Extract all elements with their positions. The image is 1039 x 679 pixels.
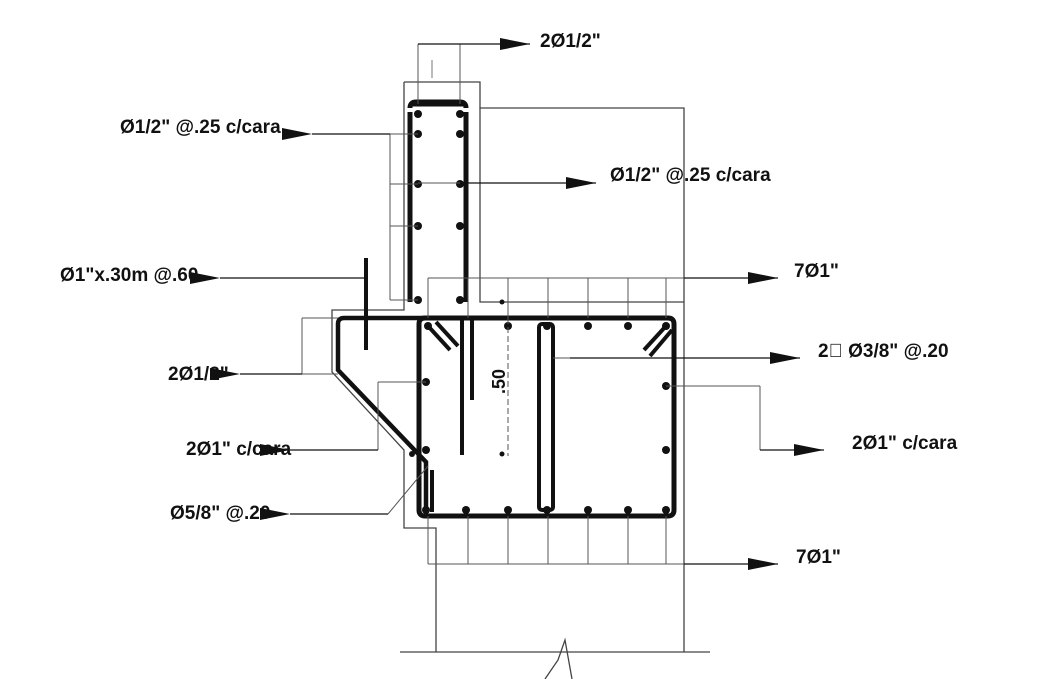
leader-lines	[301, 44, 761, 565]
callout-arrows	[190, 38, 824, 570]
callout-stem-left: Ø1/2" @.25 c/cara	[120, 117, 281, 138]
beam-stirrup	[416, 315, 677, 519]
corbel-stirrup	[335, 315, 470, 512]
dimension-beam-height: .50	[489, 368, 509, 394]
callout-dowel: Ø1"x.30m @.60	[60, 265, 199, 286]
callout-left-2-half: 2Ø1/2"	[168, 364, 229, 385]
callout-stirrup-3-8: 2⃞ Ø3/8" @.20	[818, 341, 949, 362]
callout-stem-right: Ø1/2" @.25 c/cara	[610, 165, 771, 186]
callout-right-2-1-cara: 2Ø1" c/cara	[852, 433, 958, 454]
stem-stirrup	[407, 99, 469, 302]
callout-diag-5-8: Ø5/8" @.20	[170, 503, 271, 524]
concrete-outline	[331, 81, 710, 679]
corner-hooks	[426, 320, 674, 358]
callout-left-2-1-cara: 2Ø1" c/cara	[186, 439, 292, 460]
callout-top-7-1: 7Ø1"	[794, 261, 839, 282]
callout-bottom-7-1: 7Ø1"	[796, 547, 841, 568]
anchor-bars	[364, 258, 474, 512]
callout-top-2-half: 2Ø1/2"	[540, 31, 601, 52]
